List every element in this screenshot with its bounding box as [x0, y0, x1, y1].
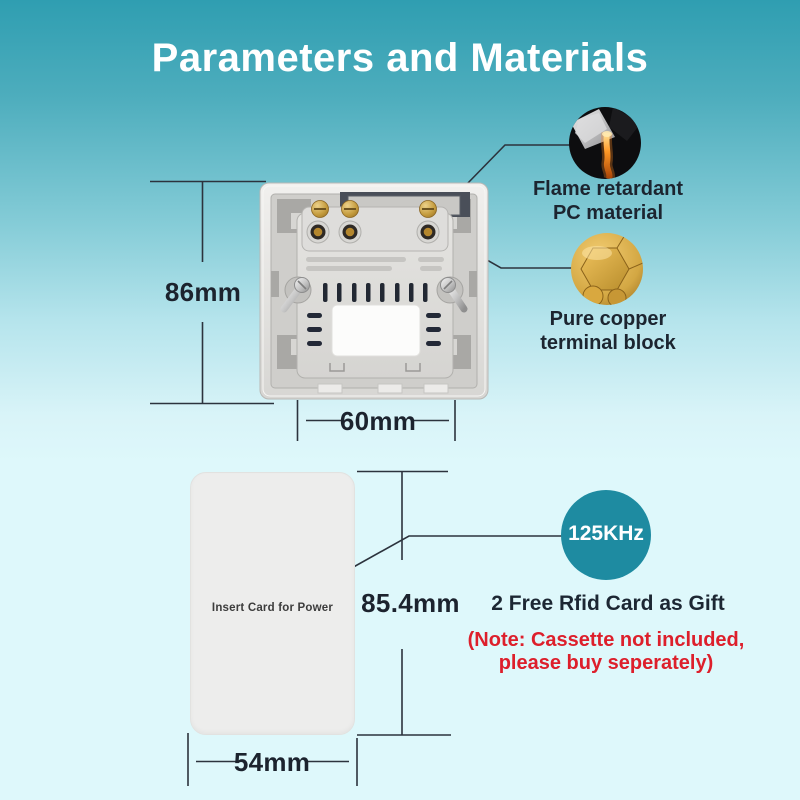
- card-height-label: 85.4mm: [361, 588, 460, 618]
- dimension-width-label: 60mm: [339, 406, 417, 436]
- mounting-screw-right: [436, 276, 468, 313]
- side-slots: [307, 313, 441, 346]
- note-line2: please buy seperately): [498, 652, 714, 674]
- flame-callout-label: Flame retardant PC material: [510, 177, 706, 225]
- frequency-badge-label: 125KHz: [568, 522, 644, 545]
- terminal-holes: [306, 220, 440, 244]
- rfid-card-illustration: [190, 472, 355, 735]
- copper-terminal-photo: [571, 233, 643, 305]
- card-instruction-label: Insert Card for Power: [211, 602, 334, 614]
- copper-callout-line2: terminal block: [540, 332, 676, 354]
- switch-label-plate: [331, 304, 421, 357]
- vent-slots: [323, 283, 428, 302]
- note-text: (Note: Cassette not included, please buy…: [445, 629, 767, 675]
- mounting-screw-left: [280, 276, 312, 313]
- copper-callout-line1: Pure copper: [549, 308, 667, 330]
- note-line1: (Note: Cassette not included,: [467, 629, 745, 651]
- brass-screws: [311, 200, 437, 218]
- switch-back-photo: [259, 182, 489, 400]
- flame-callout-line1: Flame retardant: [532, 178, 684, 200]
- copper-callout-label: Pure copper terminal block: [510, 307, 706, 355]
- dimension-height-label: 86mm: [164, 277, 242, 307]
- frequency-badge: [561, 490, 651, 580]
- flame-material-photo: [569, 107, 641, 179]
- embossed-spec-text: [306, 257, 444, 271]
- dimension-lines: [150, 144, 574, 786]
- gift-text: 2 Free Rfid Card as Gift: [491, 592, 725, 615]
- page-title: Parameters and Materials: [151, 36, 649, 80]
- card-width-label: 54mm: [233, 747, 311, 777]
- flame-callout-line2: PC material: [552, 202, 664, 224]
